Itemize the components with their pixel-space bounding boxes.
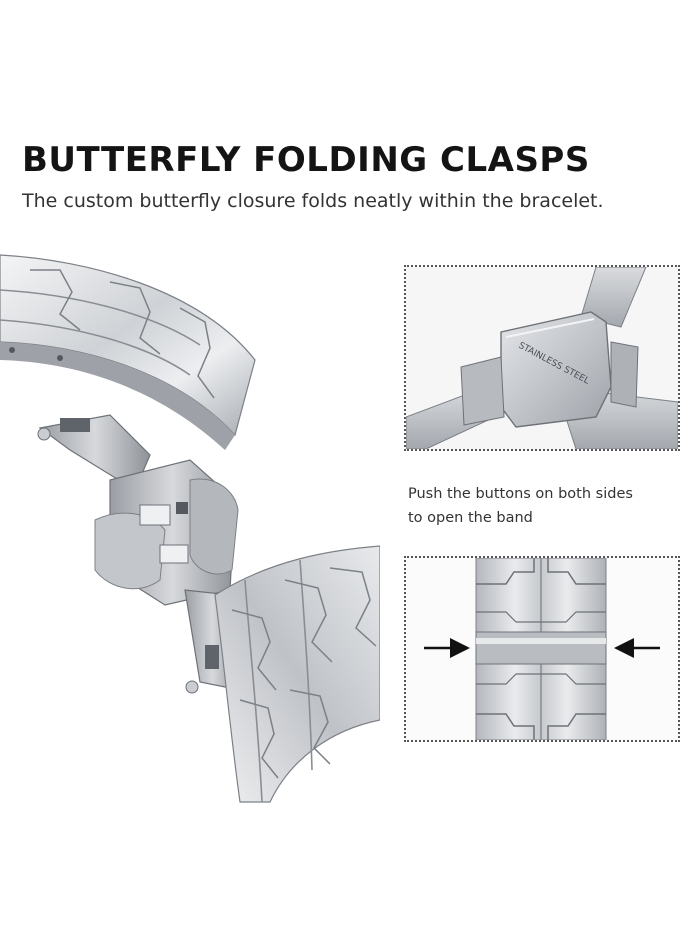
caption-line-2: to open the band: [408, 510, 533, 526]
page-title: BUTTERFLY FOLDING CLASPS: [22, 140, 590, 180]
push-buttons-icon: [406, 558, 678, 740]
open-butterfly-clasp-icon: [0, 254, 381, 803]
left-push-arrow-icon: [424, 638, 470, 658]
instruction-caption: Push the buttons on both sides to open t…: [408, 482, 678, 530]
page-subtitle: The custom butterfly closure folds neatl…: [22, 190, 604, 212]
closed-clasp-icon: STAINLESS STEEL: [406, 267, 678, 449]
push-buttons-closeup: [404, 556, 680, 742]
right-push-arrow-icon: [614, 638, 660, 658]
caption-line-1: Push the buttons on both sides: [408, 486, 633, 502]
open-clasp-photo: [0, 250, 381, 810]
closed-clasp-closeup: STAINLESS STEEL: [404, 265, 680, 451]
